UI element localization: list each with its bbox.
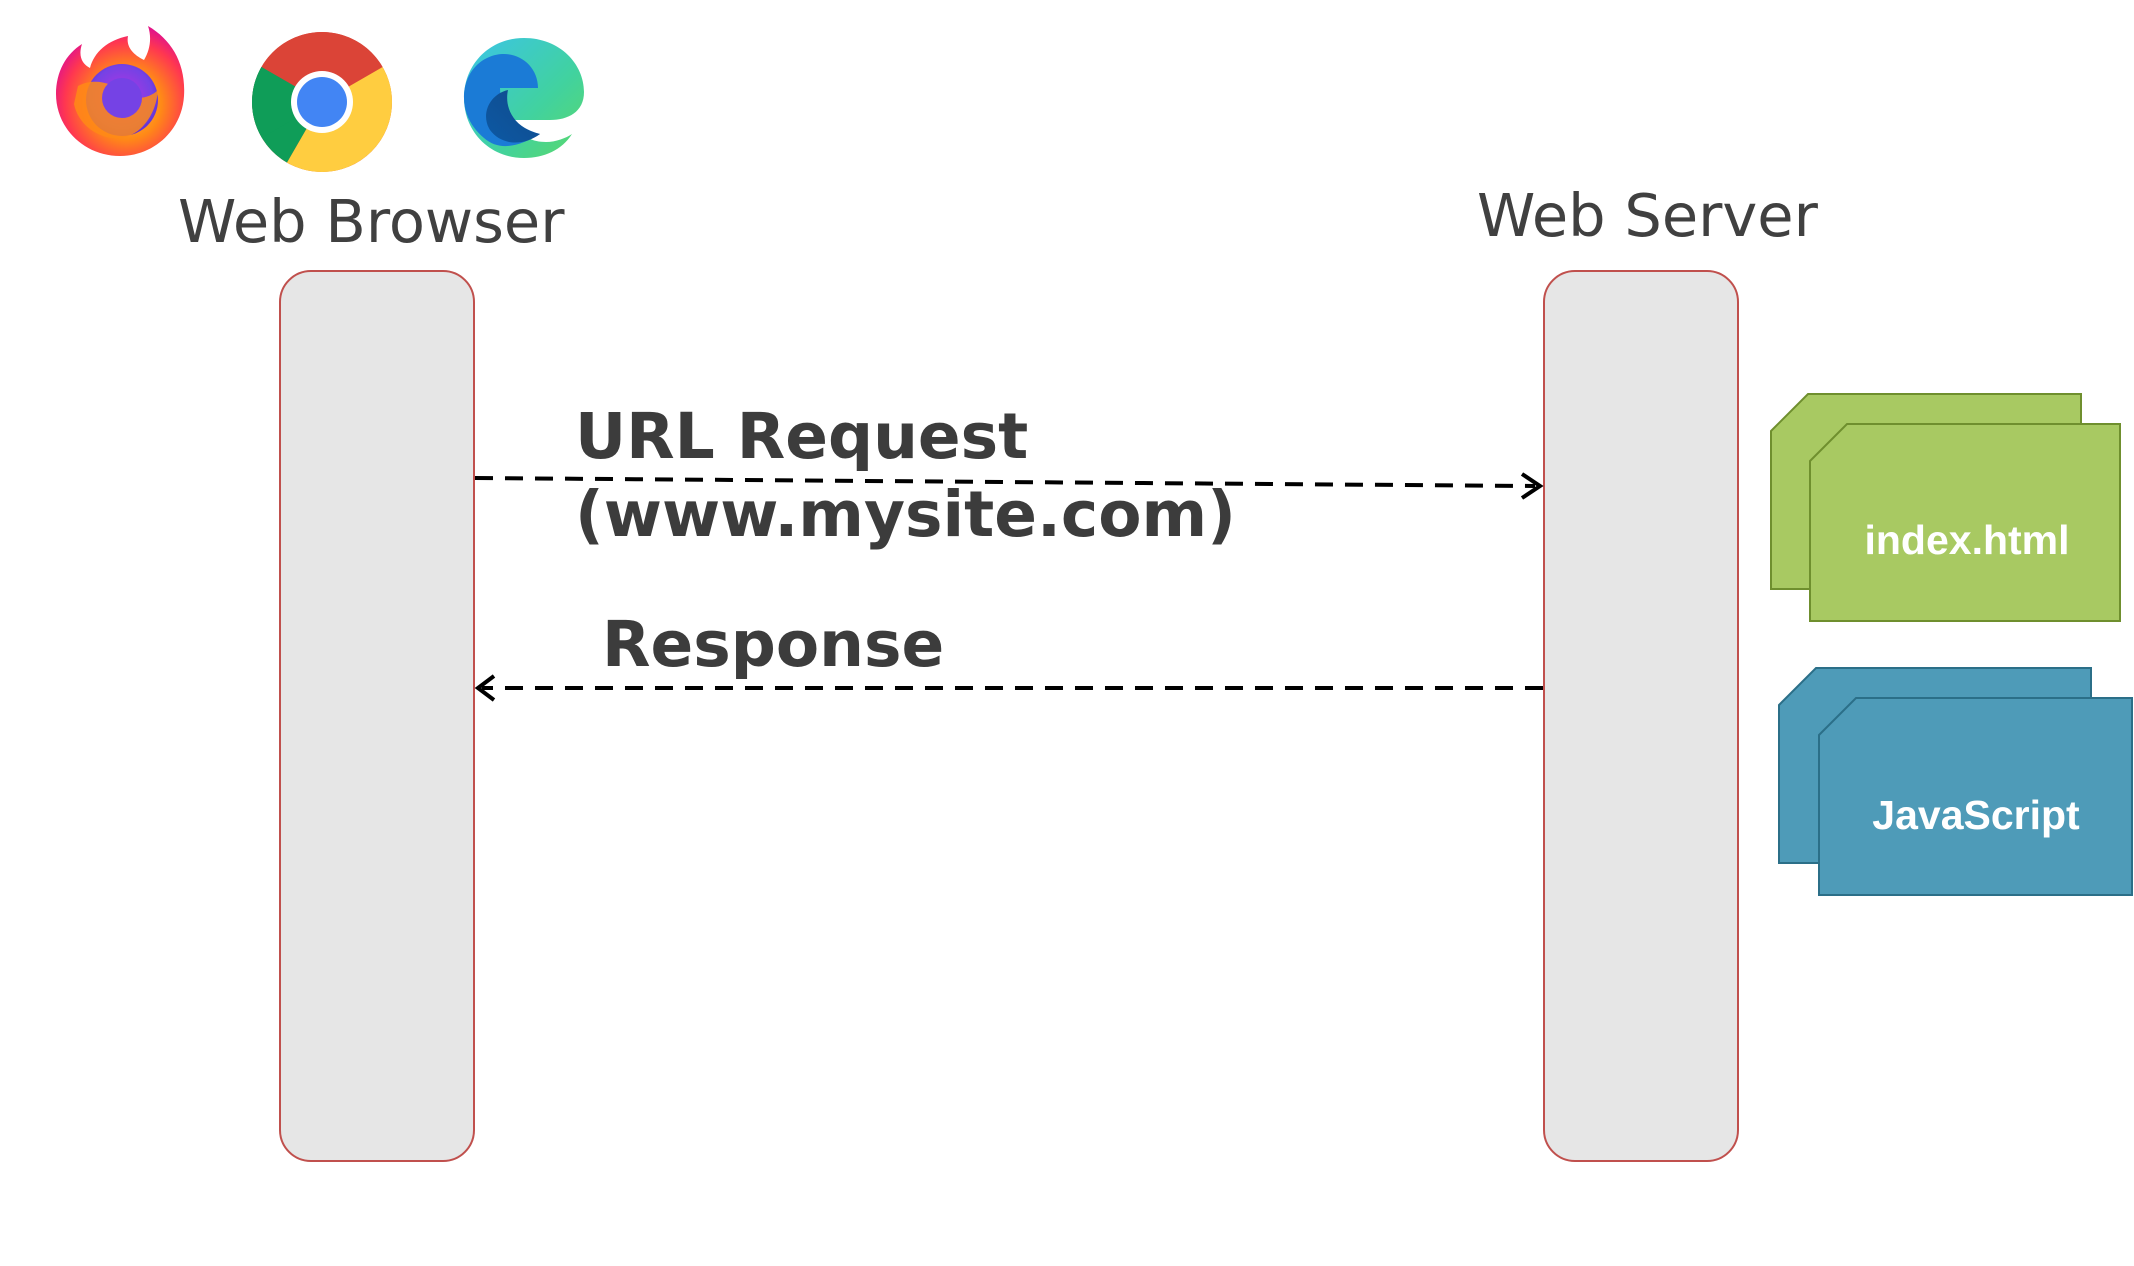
chrome-icon — [252, 32, 392, 172]
server-lifeline — [1543, 270, 1739, 1162]
request-label-line-2: (www.mysite.com) — [575, 478, 1236, 552]
request-label-line-1: URL Request — [575, 400, 1029, 473]
request-label: URL Request (www.mysite.com) — [575, 398, 1236, 554]
javascript-file-stack-icon — [1778, 667, 2133, 896]
browser-label: Web Browser — [178, 187, 565, 256]
response-label: Response — [602, 608, 945, 681]
server-label: Web Server — [1477, 181, 1818, 250]
javascript-file-label: JavaScript — [1872, 792, 2080, 838]
firefox-icon — [56, 26, 185, 156]
html-file-label: index.html — [1864, 517, 2070, 563]
browser-lifeline — [279, 270, 475, 1162]
response-arrow — [474, 674, 1543, 702]
html-file-stack-icon — [1770, 393, 2121, 622]
edge-icon — [464, 38, 584, 158]
request-arrow — [474, 472, 1544, 500]
